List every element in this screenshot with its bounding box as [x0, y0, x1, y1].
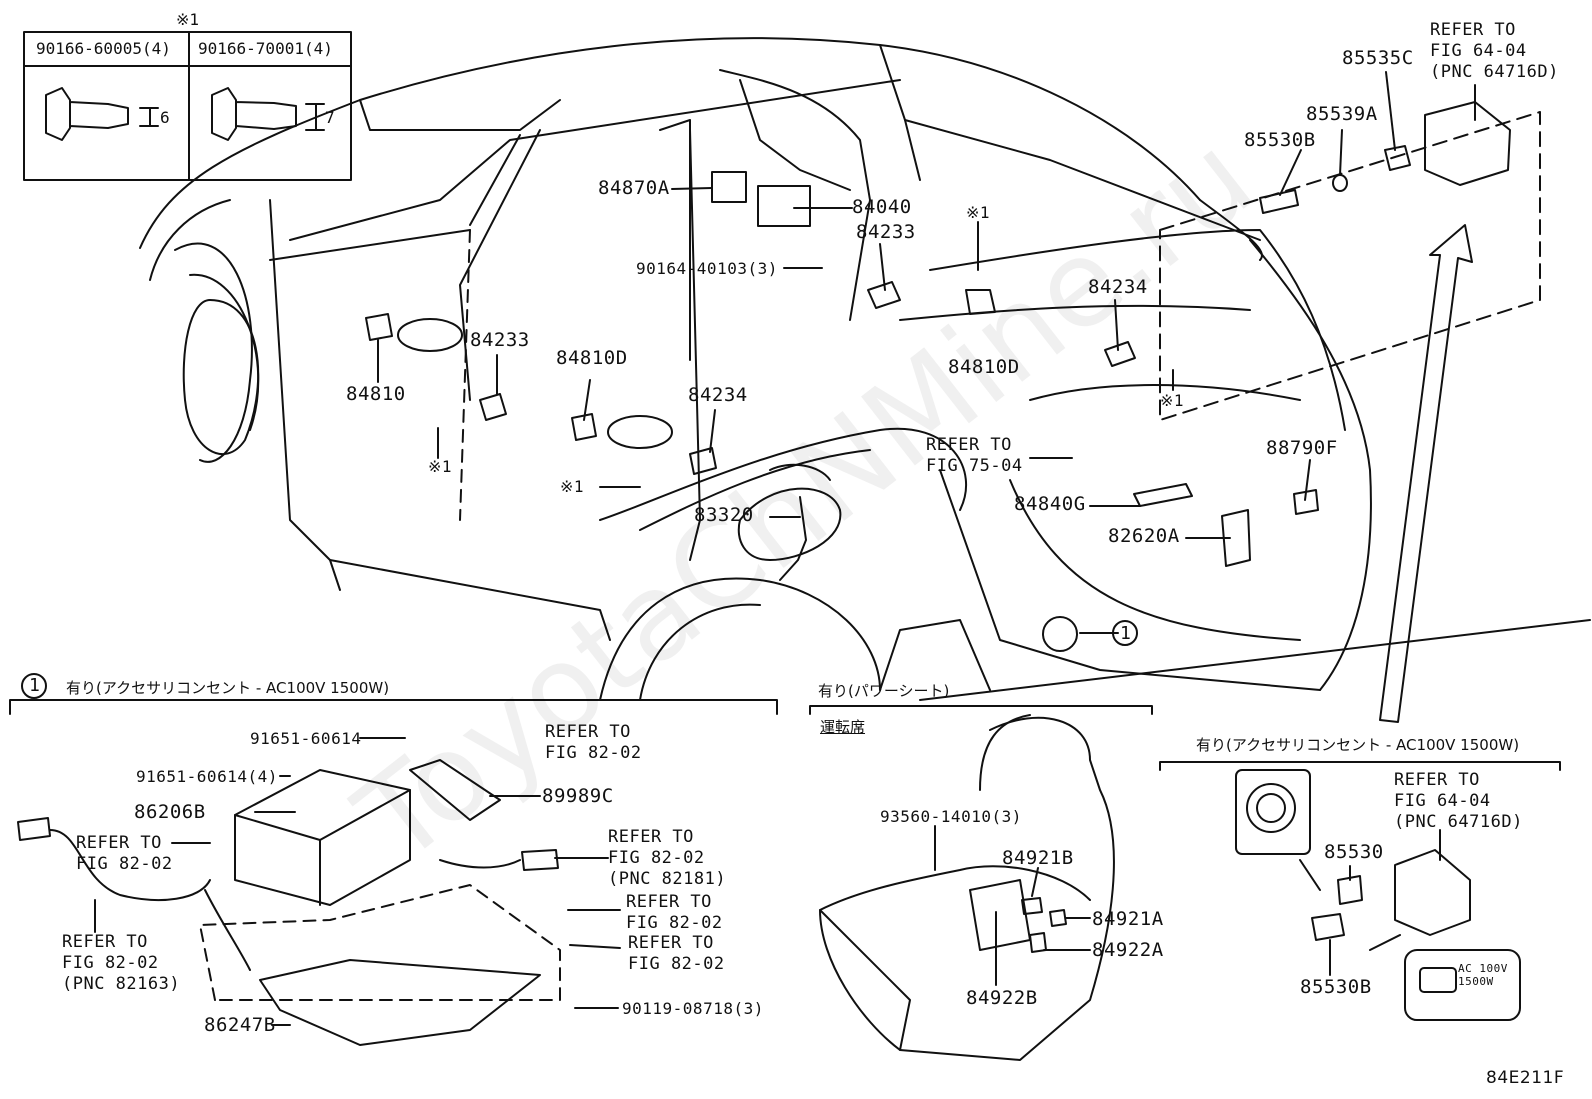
- part-91651-60614-4[interactable]: 91651-60614(4): [136, 767, 278, 786]
- section-header-power-seat: 有り(パワーシート): [818, 682, 950, 700]
- part-88790F[interactable]: 88790F: [1266, 437, 1338, 459]
- mark-1-lower: ※1: [560, 477, 585, 496]
- refer-fig-82-02-a[interactable]: REFER TO FIG 82-02: [545, 722, 642, 763]
- part-85535C[interactable]: 85535C: [1342, 47, 1414, 69]
- fastener-col-1: 90166-60005(4): [36, 39, 171, 58]
- part-85530B-top[interactable]: 85530B: [1244, 129, 1316, 151]
- part-85530[interactable]: 85530: [1324, 841, 1384, 863]
- part-90164-40103[interactable]: 90164-40103(3): [636, 259, 778, 278]
- refer-fig-82-02-f[interactable]: REFER TO FIG 82-02: [628, 933, 725, 974]
- clip-icon-2: [211, 87, 297, 141]
- part-90119-08718[interactable]: 90119-08718(3): [622, 999, 764, 1018]
- part-85539A[interactable]: 85539A: [1306, 103, 1378, 125]
- outlet-rating-text: AC 100V 1500W: [1458, 962, 1508, 988]
- part-84921A[interactable]: 84921A: [1092, 908, 1164, 930]
- outlet-close-up-frame: [1235, 769, 1311, 855]
- refer-fig-75-04[interactable]: REFER TO FIG 75-04: [926, 435, 1023, 476]
- fastener-dim-2: 7: [325, 108, 335, 127]
- refer-fig-82-02-pnc-82163[interactable]: REFER TO FIG 82-02 (PNC 82163): [62, 932, 181, 994]
- section-header-accessory-outlet: 有り(アクセサリコンセント - AC100V 1500W): [66, 679, 390, 697]
- refer-fig-64-04-bottom[interactable]: REFER TO FIG 64-04 (PNC 64716D): [1394, 770, 1523, 832]
- part-84870A[interactable]: 84870A: [598, 177, 670, 199]
- part-82620A[interactable]: 82620A: [1108, 525, 1180, 547]
- fastener-table-frame: [23, 31, 352, 181]
- trunk-dashed-frame: [1159, 111, 1541, 421]
- fastener-dim-1: 6: [160, 108, 170, 127]
- part-84234-right[interactable]: 84234: [1088, 276, 1148, 298]
- mark-1-left: ※1: [428, 457, 453, 476]
- header-circle-1: 1: [29, 675, 41, 696]
- part-84810[interactable]: 84810: [346, 383, 406, 405]
- part-84810D-left[interactable]: 84810D: [556, 347, 628, 369]
- inverter-assembly: [17, 759, 561, 1046]
- door-handle-front: [397, 318, 463, 352]
- part-85530B-bottom[interactable]: 85530B: [1300, 976, 1372, 998]
- big-arrow: [1379, 224, 1473, 723]
- part-84922A[interactable]: 84922A: [1092, 939, 1164, 961]
- part-83320[interactable]: 83320: [694, 504, 754, 526]
- part-89989C[interactable]: 89989C: [542, 785, 614, 807]
- mark-1-right: ※1: [1160, 391, 1185, 410]
- part-84233-left[interactable]: 84233: [470, 329, 530, 351]
- part-84840G[interactable]: 84840G: [1014, 493, 1086, 515]
- fastener-mark: ※1: [176, 10, 200, 29]
- refer-fig-82-02-e[interactable]: REFER TO FIG 82-02: [626, 892, 723, 933]
- door-handle-rear: [607, 415, 673, 449]
- part-84810D-right[interactable]: 84810D: [948, 356, 1020, 378]
- car-body-outline: [139, 37, 1591, 701]
- refer-fig-82-02-pnc-82181[interactable]: REFER TO FIG 82-02 (PNC 82181): [608, 827, 727, 889]
- part-91651-60614[interactable]: 91651-60614: [250, 729, 362, 748]
- circle-1-marker: 1: [1120, 623, 1132, 644]
- part-84921B[interactable]: 84921B: [1002, 847, 1074, 869]
- part-86247B[interactable]: 86247B: [204, 1014, 276, 1036]
- outlet-cover-frame: [1404, 949, 1521, 1021]
- refer-fig-64-04-top[interactable]: REFER TO FIG 64-04 (PNC 64716D): [1430, 20, 1559, 82]
- part-84233-upper[interactable]: 84233: [856, 221, 916, 243]
- part-84922B[interactable]: 84922B: [966, 987, 1038, 1009]
- part-84040[interactable]: 84040: [852, 196, 912, 218]
- seat-drawing: [819, 714, 1115, 1061]
- section-sub-driver-seat: 運転席: [820, 718, 866, 736]
- part-86206B[interactable]: 86206B: [134, 801, 206, 823]
- refer-fig-82-02-b[interactable]: REFER TO FIG 82-02: [76, 833, 173, 874]
- fastener-col-2: 90166-70001(4): [198, 39, 333, 58]
- part-93560-14010[interactable]: 93560-14010(3): [880, 807, 1022, 826]
- mark-1-upper: ※1: [966, 203, 991, 222]
- section-header-accessory-outlet-right: 有り(アクセサリコンセント - AC100V 1500W): [1196, 736, 1520, 754]
- clip-icon-1: [45, 87, 129, 141]
- diagram-code: 84E211F: [1486, 1068, 1565, 1088]
- part-84234-left[interactable]: 84234: [688, 384, 748, 406]
